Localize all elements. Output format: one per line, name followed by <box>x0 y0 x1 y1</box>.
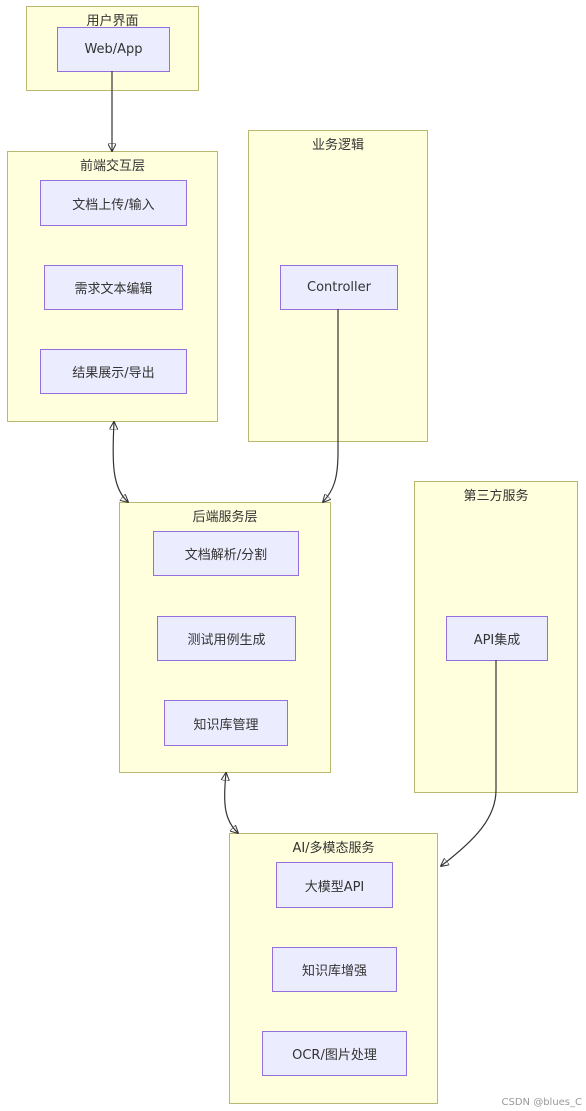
edge-backend-ai <box>225 773 238 833</box>
cluster-frontend: 前端交互层 文档上传/输入 需求文本编辑 结果展示/导出 <box>7 151 218 422</box>
cluster-backend: 后端服务层 文档解析/分割 测试用例生成 知识库管理 <box>119 502 331 773</box>
node-requirement-edit: 需求文本编辑 <box>44 265 183 310</box>
cluster-title: 用户界面 <box>86 14 139 29</box>
watermark: CSDN @blues_C <box>501 1097 583 1108</box>
cluster-ai-multimodal: AI/多模态服务 大模型API 知识库增强 OCR/图片处理 <box>229 833 438 1104</box>
cluster-title: 业务逻辑 <box>311 138 364 153</box>
node-web-app: Web/App <box>57 27 170 72</box>
node-ocr-image: OCR/图片处理 <box>262 1031 407 1076</box>
node-result-export: 结果展示/导出 <box>40 349 187 394</box>
node-controller: Controller <box>280 265 398 310</box>
node-document-upload: 文档上传/输入 <box>40 180 187 226</box>
node-document-parse: 文档解析/分割 <box>153 531 299 576</box>
cluster-title: 第三方服务 <box>463 489 529 504</box>
cluster-title: AI/多模态服务 <box>292 841 375 856</box>
node-knowledge-enhance: 知识库增强 <box>272 947 397 992</box>
node-api-integration: API集成 <box>446 616 548 661</box>
cluster-title: 前端交互层 <box>79 159 145 174</box>
edge-api-to-ai <box>441 660 497 866</box>
node-llm-api: 大模型API <box>276 862 393 908</box>
node-knowledge-base: 知识库管理 <box>164 700 288 746</box>
node-testcase-generate: 测试用例生成 <box>157 616 296 661</box>
edge-frontend-backend <box>113 422 128 502</box>
cluster-title: 后端服务层 <box>192 510 258 525</box>
edge-controller-to-backend <box>323 309 339 502</box>
